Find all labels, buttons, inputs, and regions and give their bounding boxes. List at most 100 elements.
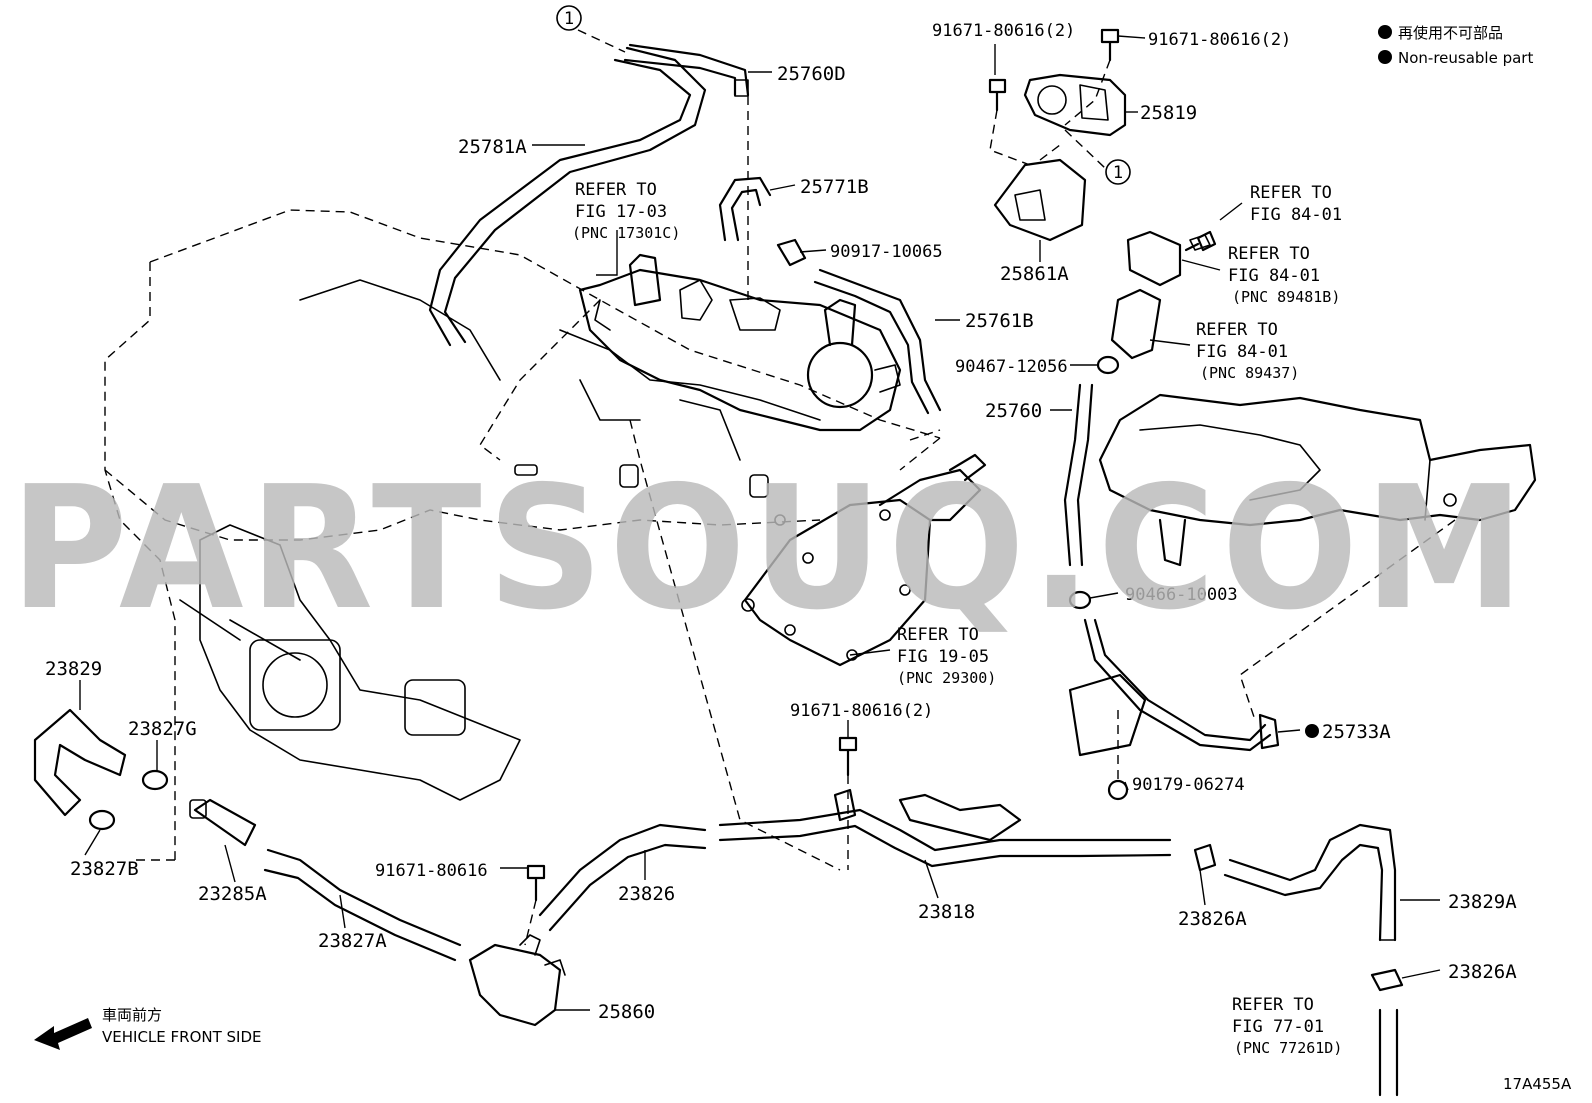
bolt-icon <box>1100 28 1120 62</box>
hose-23829A <box>1223 823 1397 942</box>
engine-block <box>104 209 941 871</box>
legend-en: Non-reusable part <box>1398 49 1533 67</box>
ref-line-2[interactable]: FIG 84-01 <box>1196 342 1288 362</box>
ref-fig-17-03: REFER TO FIG 17-03 (PNC 17301C) <box>572 180 680 242</box>
label-23827B[interactable]: 23827B <box>70 858 139 880</box>
label-25861A[interactable]: 25861A <box>1000 263 1069 285</box>
guide-lines <box>130 29 1456 946</box>
vehicle-front-indicator: 車両前方 VEHICLE FRONT SIDE <box>34 1006 262 1050</box>
callout-number: 1 <box>564 9 574 29</box>
label-91671-80616-b[interactable]: 91671-80616(2) <box>1148 30 1291 50</box>
hose-23826 <box>538 823 707 932</box>
label-90467-12056[interactable]: 90467-12056 <box>955 357 1068 377</box>
ref-line-1[interactable]: REFER TO <box>1232 995 1314 1015</box>
sensor-23285A <box>189 798 257 847</box>
label-25771B[interactable]: 25771B <box>800 176 869 198</box>
label-23826A-b[interactable]: 23826A <box>1448 961 1517 983</box>
hose-25771B <box>718 176 772 242</box>
label-25733A[interactable]: 25733A <box>1322 721 1391 743</box>
ref-line-1[interactable]: REFER TO <box>1250 183 1332 203</box>
non-reusable-dot-icon <box>1378 50 1392 64</box>
solenoid-valve-25819 <box>1023 73 1127 137</box>
ref-fig-84-01-a: REFER TO FIG 84-01 <box>1250 183 1342 225</box>
label-23826A-a[interactable]: 23826A <box>1178 908 1247 930</box>
ref-line-2[interactable]: FIG 17-03 <box>575 202 667 222</box>
label-90179-06274[interactable]: 90179-06274 <box>1132 775 1245 795</box>
ref-line-3: (PNC 89481B) <box>1232 288 1340 306</box>
ref-fig-84-01-c: REFER TO FIG 84-01 (PNC 89437) <box>1196 320 1299 382</box>
nut-90179 <box>1107 779 1129 801</box>
ref-line-2[interactable]: FIG 19-05 <box>897 647 989 667</box>
ref-line-3: (PNC 89437) <box>1200 364 1299 382</box>
ref-line-3: (PNC 29300) <box>897 669 996 687</box>
label-23827A[interactable]: 23827A <box>318 930 387 952</box>
clip-23826A-upper <box>1193 843 1217 872</box>
ref-fig-84-01-b: REFER TO FIG 84-01 (PNC 89481B) <box>1228 244 1340 306</box>
hose-25761B <box>813 268 942 415</box>
label-91671-80616-c[interactable]: 91671-80616(2) <box>790 701 933 721</box>
label-25860[interactable]: 25860 <box>598 1001 655 1023</box>
hose-25760D <box>623 43 750 97</box>
label-23818[interactable]: 23818 <box>918 901 975 923</box>
label-23829A[interactable]: 23829A <box>1448 891 1517 913</box>
diagram-code: 17A455A <box>1503 1075 1572 1093</box>
pipe-25733A <box>1068 618 1280 757</box>
vacuum-pump <box>741 453 987 667</box>
label-25761B[interactable]: 25761B <box>965 310 1034 332</box>
front-label-en: VEHICLE FRONT SIDE <box>102 1028 262 1046</box>
hose-25760 <box>1063 383 1094 567</box>
label-90466-10003[interactable]: 90466-10003 <box>1125 585 1238 605</box>
bolt-icon <box>1184 230 1217 252</box>
hose-23829 <box>33 708 127 817</box>
ref-line-3: (PNC 17301C) <box>572 224 680 242</box>
non-reusable-dot-icon <box>1378 25 1392 39</box>
ref-line-2[interactable]: FIG 84-01 <box>1250 205 1342 225</box>
callout-1-right: 1 <box>1105 159 1131 185</box>
ref-fig-77-01: REFER TO FIG 77-01 (PNC 77261D) <box>1232 995 1342 1057</box>
bolt-icon <box>988 78 1007 112</box>
leader-lines <box>79 35 1441 1011</box>
bolt-icon <box>838 736 858 777</box>
ref-line-1[interactable]: REFER TO <box>1196 320 1278 340</box>
ref-line-2[interactable]: FIG 77-01 <box>1232 1017 1324 1037</box>
label-91671-80616-a[interactable]: 91671-80616(2) <box>932 21 1075 41</box>
label-23826[interactable]: 23826 <box>618 883 675 905</box>
valve-25860 <box>468 934 566 1027</box>
clamp-23827B <box>88 809 116 831</box>
hose-77261D <box>1378 1008 1399 1097</box>
label-25760[interactable]: 25760 <box>985 400 1042 422</box>
check-valve-90917 <box>776 238 807 267</box>
ref-line-1[interactable]: REFER TO <box>575 180 657 200</box>
label-90917-10065[interactable]: 90917-10065 <box>830 242 943 262</box>
legend-ja: 再使用不可部品 <box>1398 24 1503 42</box>
legend: 再使用不可部品 Non-reusable part <box>1378 24 1533 67</box>
label-25819[interactable]: 25819 <box>1140 102 1197 124</box>
pipe-23818 <box>718 788 1172 868</box>
ref-line-2[interactable]: FIG 84-01 <box>1228 266 1320 286</box>
label-23285A[interactable]: 23285A <box>198 883 267 905</box>
front-arrow-icon <box>34 1018 92 1050</box>
label-25781A[interactable]: 25781A <box>458 136 527 158</box>
clip-90467 <box>1096 355 1120 375</box>
part-labels: 25760D 25781A 25771B 90917-10065 25761B … <box>45 21 1517 1023</box>
hose-25781A <box>428 46 707 347</box>
bolt-icon <box>526 864 546 902</box>
ref-line-1[interactable]: REFER TO <box>897 625 979 645</box>
label-23827G[interactable]: 23827G <box>128 718 197 740</box>
ref-fig-19-05: REFER TO FIG 19-05 (PNC 29300) <box>897 625 996 687</box>
label-91671-80616-d[interactable]: 91671-80616 <box>375 861 488 881</box>
bracket-25861A <box>993 158 1087 242</box>
ref-line-1[interactable]: REFER TO <box>1228 244 1310 264</box>
label-25760D[interactable]: 25760D <box>777 63 846 85</box>
hose-23827A <box>263 848 462 962</box>
label-23829[interactable]: 23829 <box>45 658 102 680</box>
callout-1-top: 1 <box>556 5 582 31</box>
clip-23826A-lower <box>1370 968 1404 992</box>
ref-line-3: (PNC 77261D) <box>1234 1039 1342 1057</box>
intake-manifold <box>578 253 902 432</box>
callout-number: 1 <box>1113 163 1123 183</box>
non-reusable-marker <box>1305 724 1319 738</box>
clip-90466 <box>1068 590 1092 610</box>
watermark: PARTSOUQ.COM <box>10 450 1530 648</box>
